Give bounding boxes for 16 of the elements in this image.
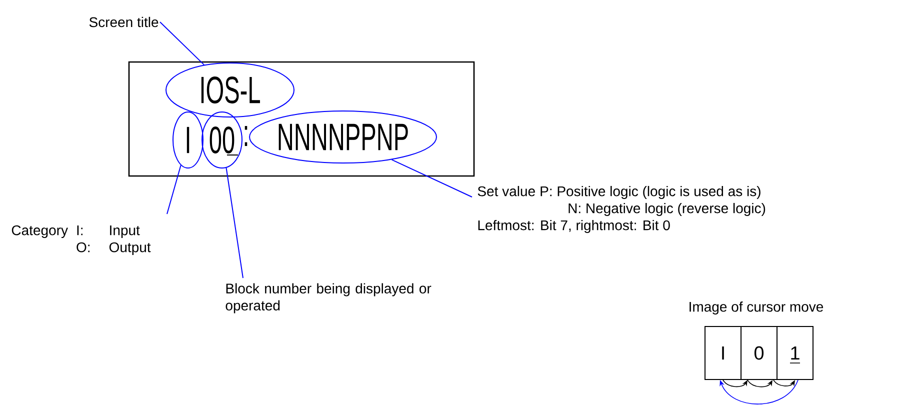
arrow (722, 380, 748, 388)
callout-text: Block number being displayed or operated (226, 283, 432, 314)
display-character: : (244, 126, 248, 146)
cursor-cell: 0 (740, 326, 778, 380)
leader-line (160, 22, 205, 66)
heading-text: Image of cursor move (690, 301, 824, 315)
arrow (720, 380, 798, 404)
callout-text: Category I: Input O: Output (12, 225, 151, 255)
callout-text: Set value P: Positive logic (logic is used as is) N: Negative logic (reverse logic) Leftmost: Bit 7, rightmost: Bit 0 (478, 186, 766, 233)
arrow (747, 380, 772, 388)
callout-text: Screen title (89, 16, 158, 28)
cursor-cell: I (704, 326, 742, 380)
leader-line (226, 167, 244, 278)
display-screen (128, 61, 475, 177)
leader-line (166, 164, 182, 214)
cursor-cell: 1 (776, 326, 814, 380)
